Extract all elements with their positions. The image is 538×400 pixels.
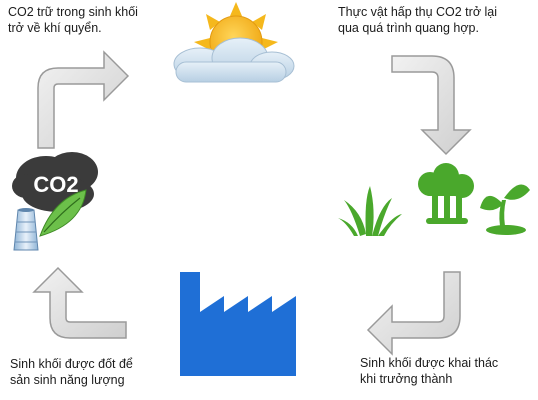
caption-co2-to-atmosphere: CO2 trữ trong sinh khối trở về khí quyển… [8,4,138,36]
caption-line: CO2 trữ trong sinh khối [8,5,138,19]
caption-photosynthesis: Thực vật hấp thụ CO2 trở lại qua quá trì… [338,4,497,36]
factory-icon [180,272,296,376]
caption-line: trở về khí quyển. [8,21,102,35]
tree-icon [418,163,474,224]
caption-line: sản sinh năng lượng [10,373,125,387]
caption-harvest: Sinh khối được khai thác khi trưởng thàn… [360,355,498,387]
smoke-cloud [12,152,98,212]
caption-burn-for-energy: Sinh khối được đốt để sản sinh năng lượn… [10,356,133,388]
cycle-arrow-icon [391,55,472,156]
co2-label: CO2 [33,172,78,197]
grass-icon [338,186,402,236]
plants-icon [338,163,530,236]
cycle-arrow-icon [37,50,130,149]
caption-line: Sinh khối được đốt để [10,357,133,371]
caption-line: qua quá trình quang hợp. [338,21,479,35]
caption-line: Sinh khối được khai thác [360,356,499,370]
cycle-arrow-icon [366,271,461,356]
sprout-icon [480,184,530,235]
cloud [173,37,295,83]
cycle-arrow-icon [32,266,127,339]
leaf-icon [39,189,87,237]
caption-line: khi trưởng thành [360,372,453,386]
sun-rays [194,2,278,50]
caption-line: Thực vật hấp thụ CO2 trở lại [338,5,497,19]
smokestack [13,208,39,251]
sun-cloud-icon [173,2,295,83]
co2-smokestack-icon: CO2 [12,152,98,251]
